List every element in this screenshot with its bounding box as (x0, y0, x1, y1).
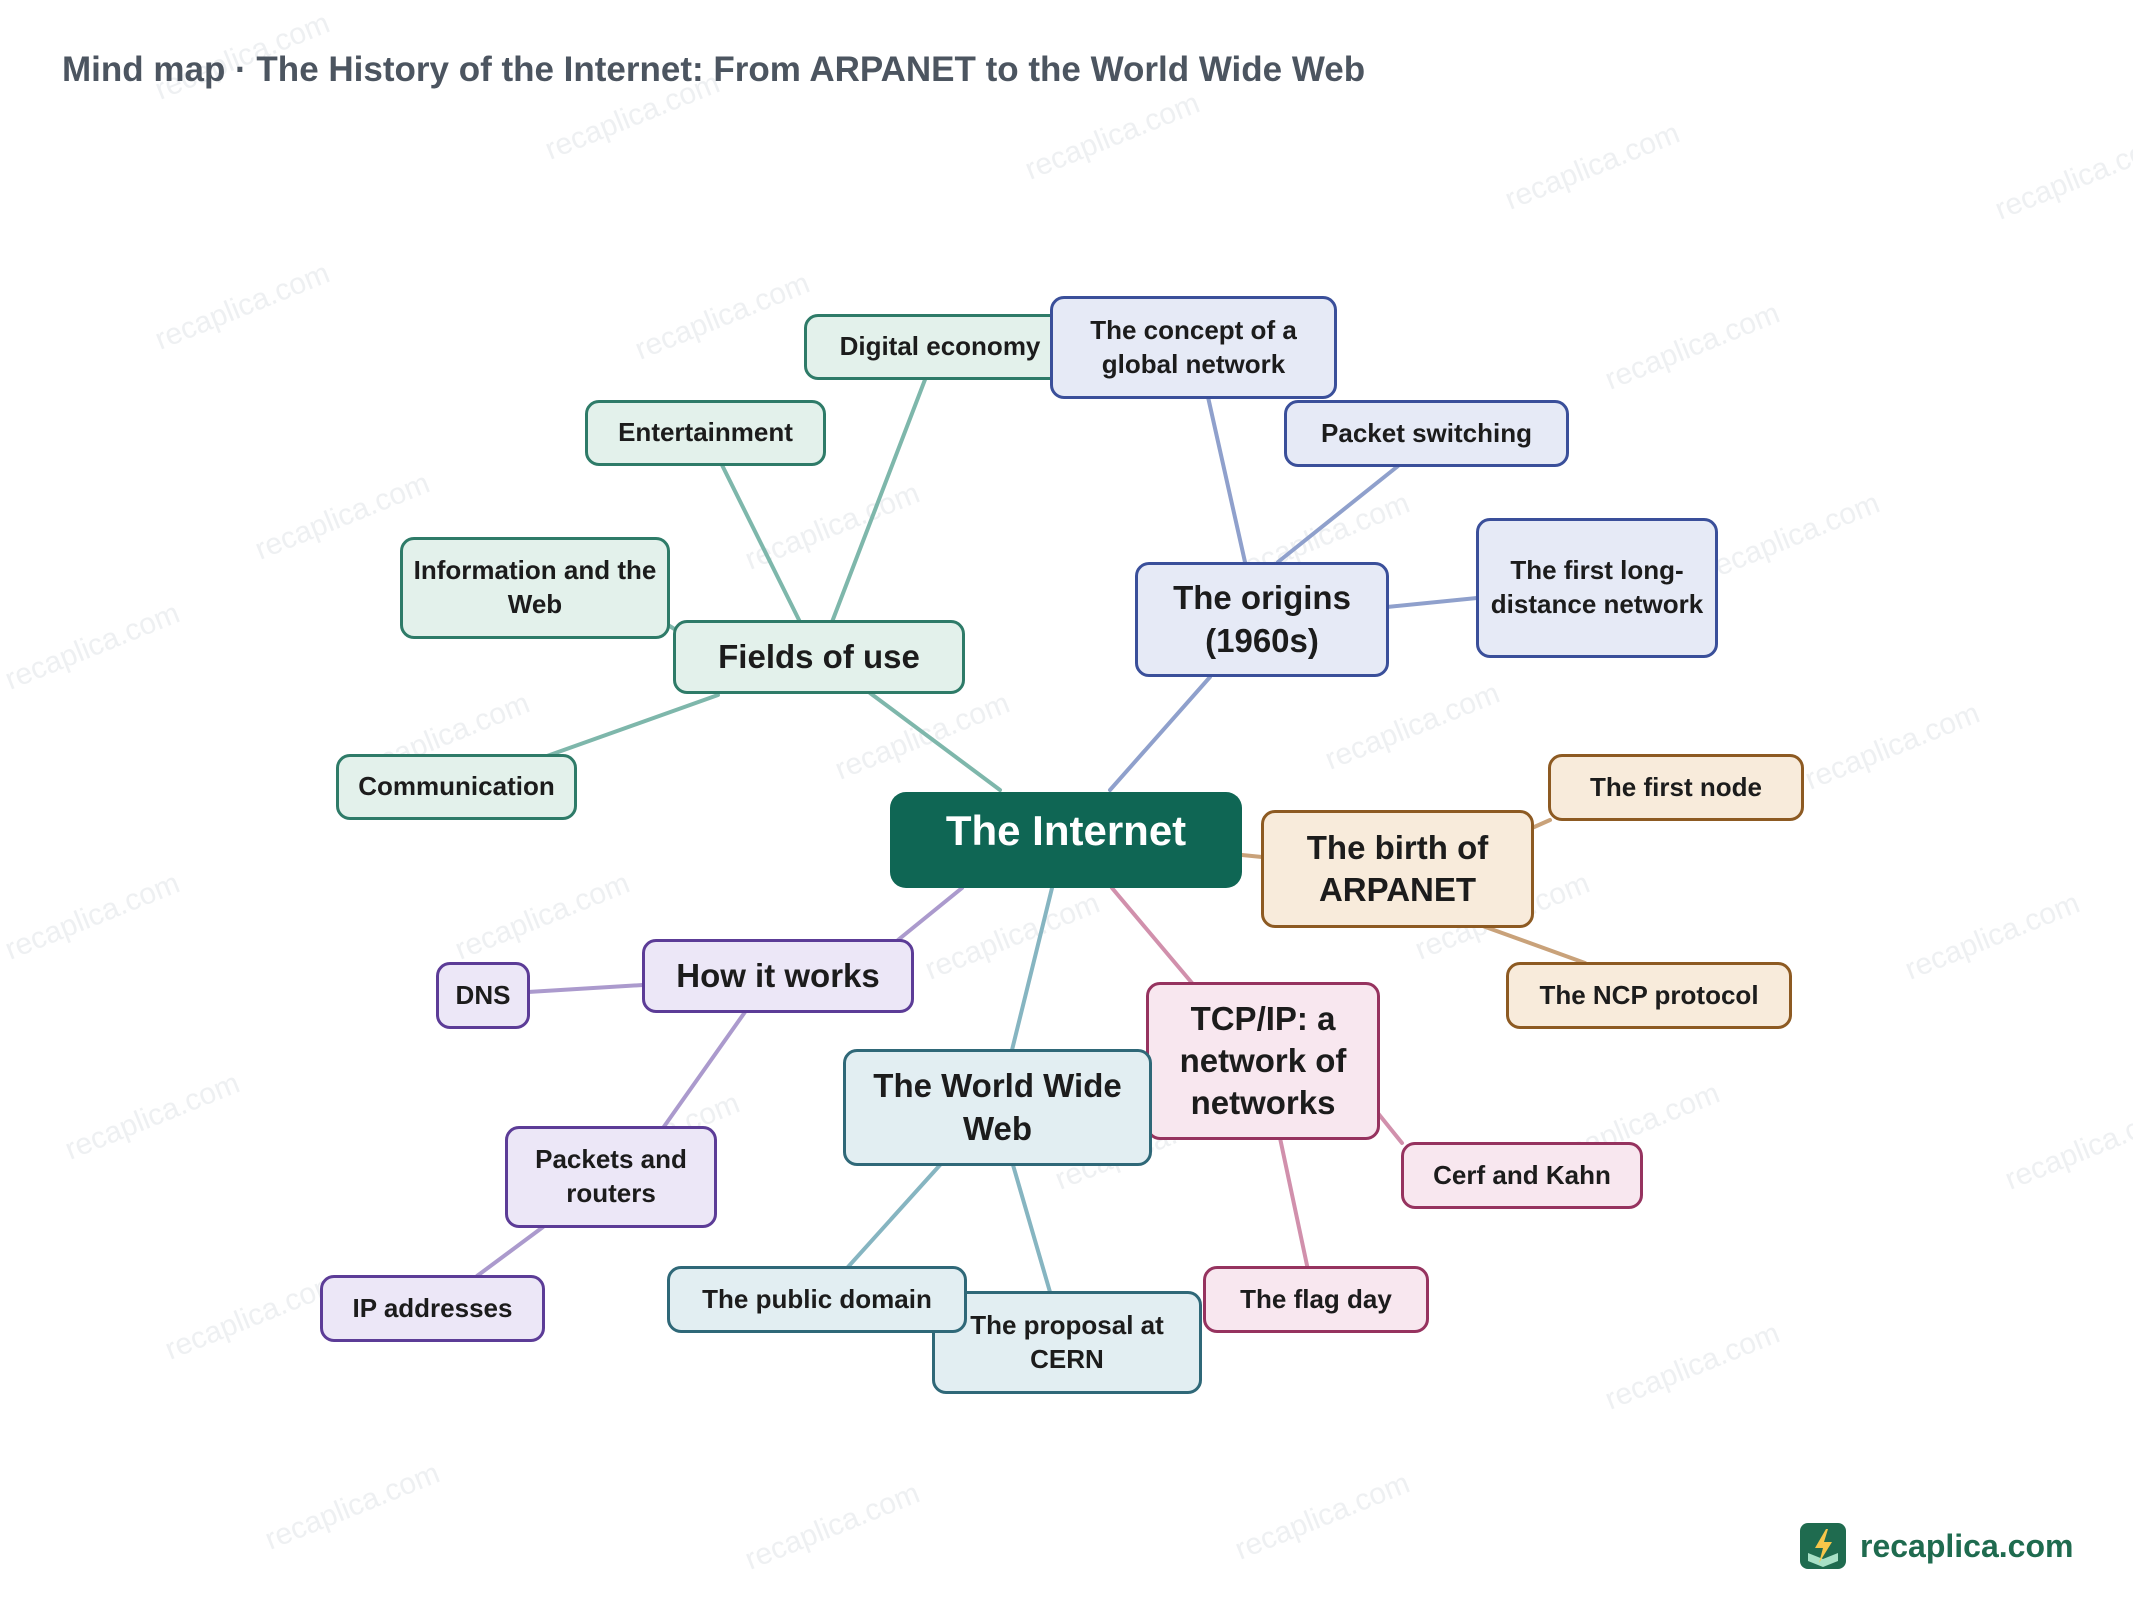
leaf-cern-label: The proposal at CERN (970, 1309, 1164, 1374)
leaf-information-and-the-web[interactable]: Information and the Web (400, 537, 670, 639)
leaf-entertainment[interactable]: Entertainment (585, 400, 826, 466)
brand-name: recaplica.com (1860, 1527, 2074, 1564)
edge-fields-communication (545, 693, 720, 758)
branch-how-label: How it works (676, 956, 880, 994)
edge-root-arpanet (1240, 853, 1264, 859)
leaf-ip-addresses[interactable]: IP addresses (320, 1275, 545, 1342)
edge-root-tcpip (1110, 886, 1194, 985)
root-node[interactable]: The Internet (890, 792, 1242, 888)
leaf-communication-label: Communication (358, 771, 555, 802)
edge-origins-first-network (1385, 596, 1479, 609)
branch-birth-of-arpanet[interactable]: The birth of ARPANET (1261, 810, 1534, 928)
brand-logo[interactable]: recaplica.com (1800, 1523, 2073, 1569)
page-title: Mind map · The History of the Internet: … (62, 50, 1366, 89)
leaf-digital-economy[interactable]: Digital economy (804, 314, 1076, 380)
edge-root-how (896, 886, 964, 942)
leaf-concept-global-network[interactable]: The concept of a global network (1050, 296, 1337, 399)
edge-arpanet-first-node (1530, 818, 1552, 830)
edge-tcpip-flag-day (1278, 1136, 1310, 1272)
leaf-packet-switching-label: Packet switching (1321, 417, 1532, 448)
leaf-first-network-label: The first long-distance network (1490, 555, 1704, 619)
edge-how-dns (526, 983, 645, 994)
branch-the-origins[interactable]: The origins (1960s) (1135, 562, 1389, 677)
leaf-flag-day-label: The flag day (1240, 1283, 1392, 1314)
branch-fields-of-use[interactable]: Fields of use (673, 620, 965, 694)
leaf-public-domain-label: The public domain (702, 1283, 932, 1314)
leaf-first-node[interactable]: The first node (1548, 754, 1804, 821)
edge-how-packets (661, 1010, 747, 1130)
branch-arpanet-label: The birth of ARPANET (1306, 828, 1489, 908)
edge-tcpip-cerf-kahn (1375, 1110, 1404, 1145)
leaf-dns[interactable]: DNS (436, 962, 530, 1029)
branch-fields-label: Fields of use (718, 637, 920, 675)
leaf-concept-label: The concept of a global network (1090, 314, 1297, 379)
branch-tcpip-label: TCP/IP: a network of networks (1179, 999, 1347, 1122)
leaf-flag-day[interactable]: The flag day (1203, 1266, 1429, 1333)
edge-fields-entertainment (720, 463, 802, 624)
leaf-packets-label: Packets and routers (535, 1144, 687, 1208)
leaf-first-long-distance-network[interactable]: The first long-distance network (1476, 518, 1718, 658)
book-lightning-icon (1800, 1523, 1846, 1569)
branch-origins-label: The origins (1960s) (1173, 579, 1351, 659)
edge-root-fields (868, 691, 1002, 792)
edge-origins-packet-switching (1276, 464, 1400, 564)
leaf-digital-economy-label: Digital economy (839, 331, 1041, 362)
leaf-cerf-and-kahn[interactable]: Cerf and Kahn (1401, 1142, 1643, 1209)
edge-fields-digital-economy (830, 375, 928, 624)
leaf-packets-and-routers[interactable]: Packets and routers (505, 1126, 717, 1228)
edge-www-public-domain (846, 1163, 942, 1269)
branch-tcpip[interactable]: TCP/IP: a network of networks (1146, 982, 1380, 1140)
leaf-ncp-protocol[interactable]: The NCP protocol (1506, 962, 1792, 1029)
leaf-proposal-at-cern[interactable]: The proposal at CERN (932, 1291, 1202, 1394)
leaf-communication[interactable]: Communication (336, 754, 577, 820)
leaf-ip-label: IP addresses (352, 1292, 513, 1323)
leaf-public-domain[interactable]: The public domain (667, 1266, 967, 1333)
leaf-first-node-label: The first node (1590, 771, 1762, 802)
leaf-packet-switching[interactable]: Packet switching (1284, 400, 1569, 467)
root-label: The Internet (945, 806, 1187, 854)
branch-how-it-works[interactable]: How it works (642, 939, 914, 1013)
leaf-ncp-label: The NCP protocol (1539, 979, 1759, 1010)
edge-origins-concept (1206, 395, 1247, 564)
edge-packets-ip (475, 1225, 545, 1278)
leaf-cerf-kahn-label: Cerf and Kahn (1433, 1159, 1611, 1190)
edge-www-cern (1011, 1163, 1052, 1294)
edge-arpanet-ncp (1478, 923, 1587, 965)
leaf-dns-label: DNS (455, 979, 511, 1010)
edge-root-origins (1108, 675, 1212, 792)
leaf-entertainment-label: Entertainment (618, 417, 793, 448)
edge-root-www (1010, 886, 1054, 1052)
leaf-information-label: Information and the Web (413, 555, 657, 619)
branch-world-wide-web[interactable]: The World Wide Web (843, 1049, 1152, 1166)
branch-www-label: The World Wide Web (873, 1067, 1122, 1147)
